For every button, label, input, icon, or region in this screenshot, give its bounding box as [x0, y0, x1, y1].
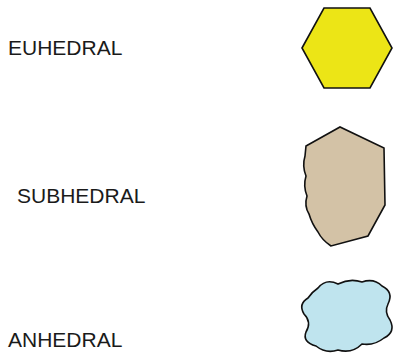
euhedral-hexagon — [302, 8, 392, 88]
crystal-form-label: SUBHEDRAL — [17, 183, 145, 208]
anhedral-shape — [302, 280, 392, 351]
subhedral-shape — [304, 127, 385, 246]
crystal-form-label: ANHEDRAL — [8, 327, 122, 352]
crystal-form-label: EUHEDRAL — [8, 35, 122, 60]
